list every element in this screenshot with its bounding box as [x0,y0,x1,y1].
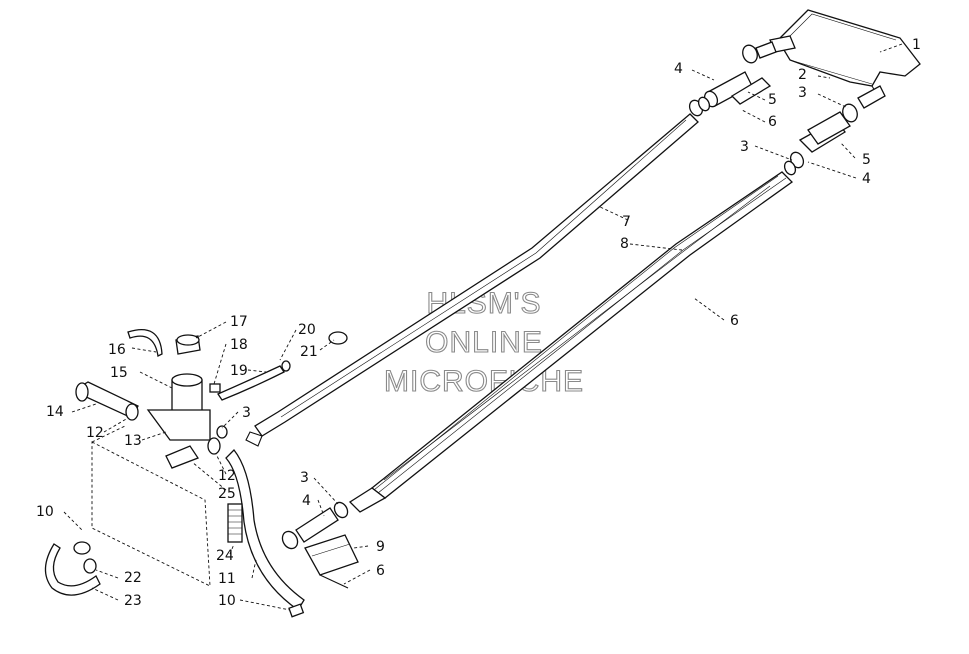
callout-16: 16 [108,342,126,358]
callout-labels: 1 2 3 4 5 6 3 5 4 7 8 6 17 20 16 18 21 1… [36,37,921,609]
callout-25: 25 [218,486,236,502]
callout-17: 17 [230,314,248,330]
callout-11: 11 [218,571,236,587]
coolant-tube-7 [245,113,699,447]
callout-14: 14 [46,404,64,420]
callout-6: 6 [730,313,739,329]
callout-5: 5 [862,152,871,168]
watermark-line-2: ONLINE [425,326,543,359]
callout-9: 9 [376,539,385,555]
callout-24: 24 [216,548,234,564]
callout-3: 3 [300,470,309,486]
callout-4: 4 [862,171,871,187]
front-heat-exchanger [742,9,921,123]
callout-3: 3 [798,85,807,101]
callout-20: 20 [298,322,316,338]
callout-8: 8 [620,236,629,252]
callout-13: 13 [124,433,142,449]
reservoir-assembly [44,328,348,618]
callout-6: 6 [768,114,777,130]
lower-hose-assembly [281,501,349,550]
callout-3: 3 [242,405,251,421]
callout-12: 12 [86,425,104,441]
callout-22: 22 [124,570,142,586]
callout-2: 2 [798,67,807,83]
callout-15: 15 [110,365,128,381]
callout-6: 6 [376,563,385,579]
callout-7: 7 [622,214,631,230]
callout-23: 23 [124,593,142,609]
callout-10: 10 [218,593,236,609]
watermark-line-3: MICROFICHE [384,365,584,398]
callout-5: 5 [768,92,777,108]
coolant-tube-8 [348,171,794,513]
bracket-9 [304,534,359,589]
leader-lines [63,43,903,611]
callout-1: 1 [912,37,921,53]
callout-4: 4 [302,493,311,509]
callout-19: 19 [230,363,248,379]
callout-18: 18 [230,337,248,353]
callout-12: 12 [218,468,236,484]
callout-21: 21 [300,344,318,360]
callout-10: 10 [36,504,54,520]
callout-4: 4 [674,61,683,77]
upper-hose-assembly [688,71,772,117]
lower-right-hose-assembly [783,111,851,176]
callout-3: 3 [740,139,749,155]
